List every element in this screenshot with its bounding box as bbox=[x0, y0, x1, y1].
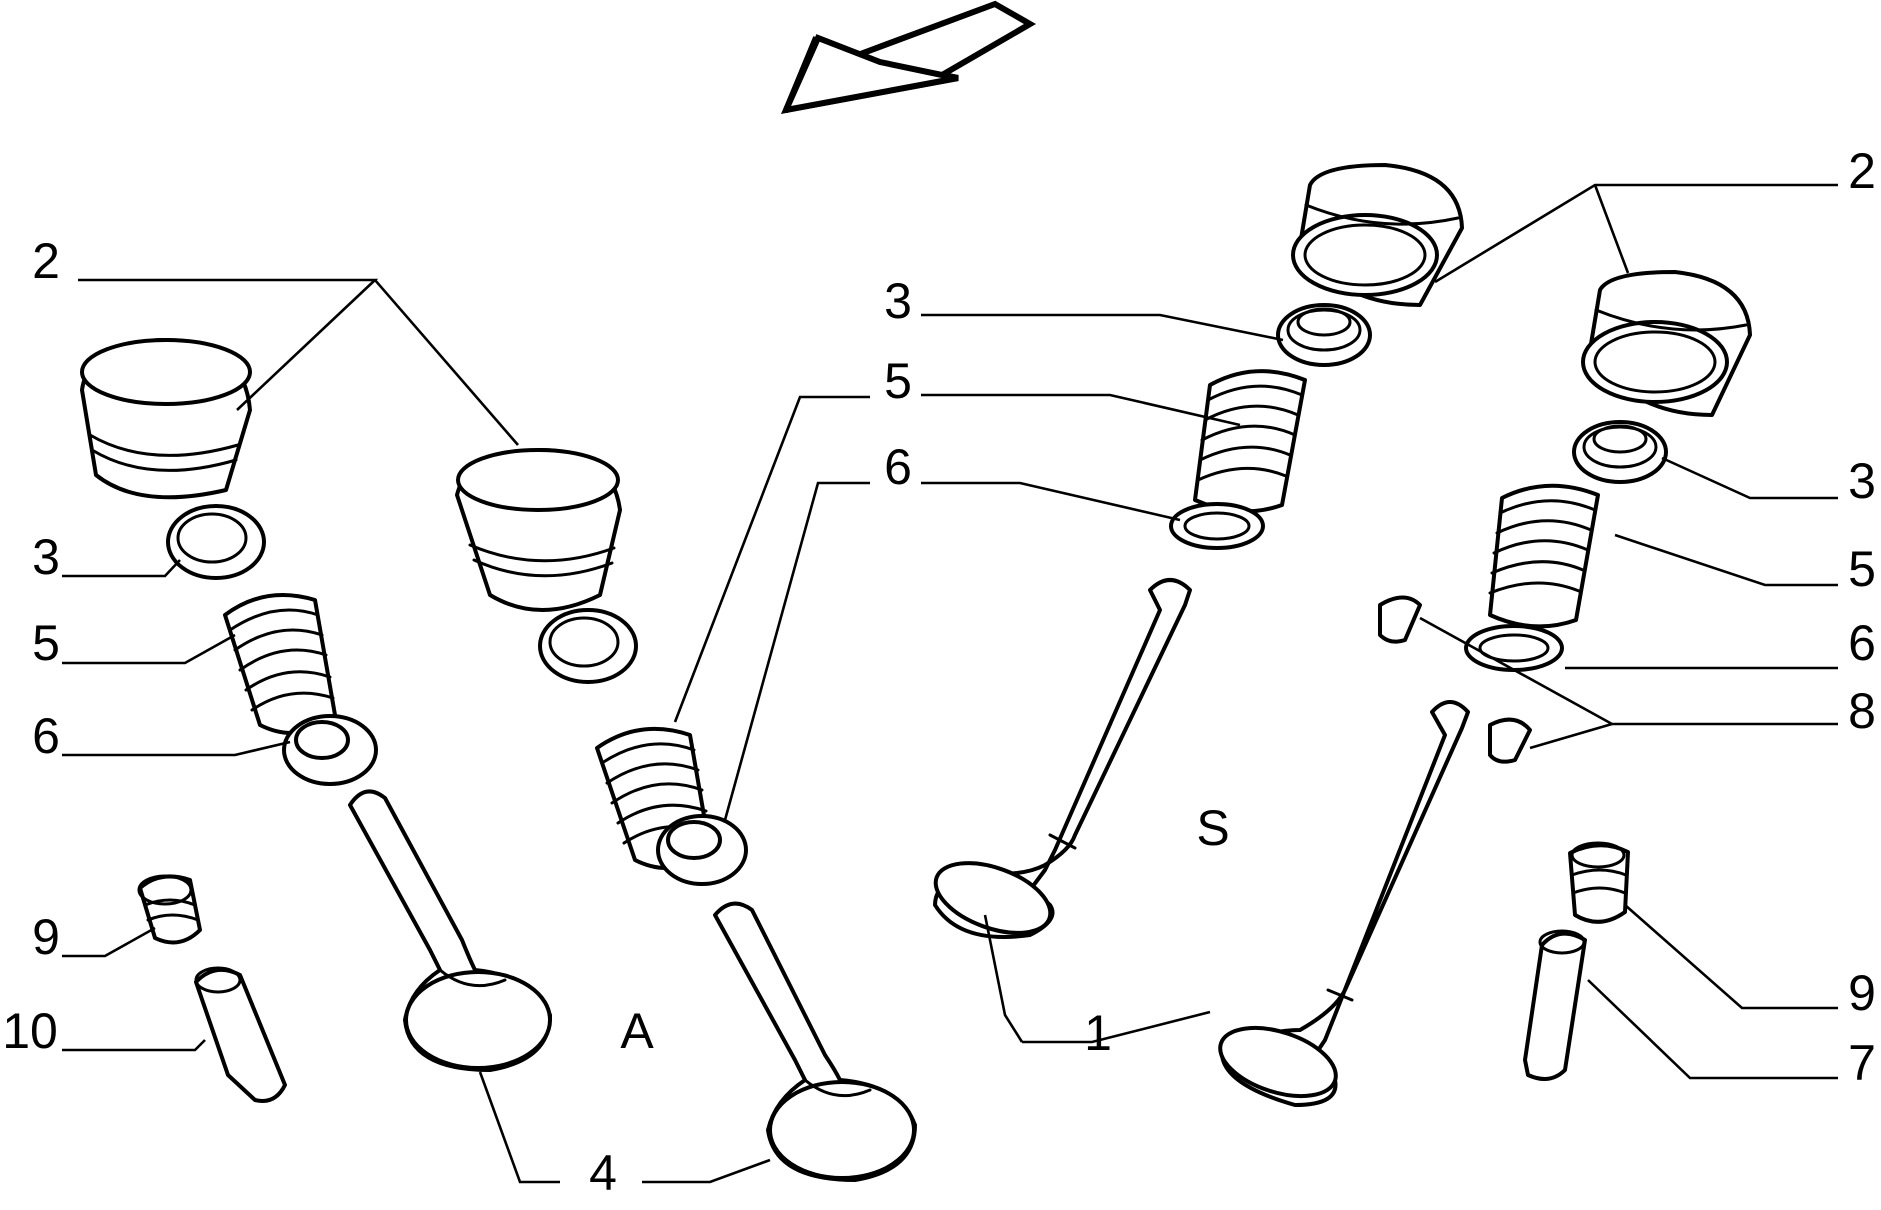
direction-arrow-head-icon bbox=[780, 34, 959, 114]
valve-spring-left-1 bbox=[223, 593, 337, 735]
valve-guide-left bbox=[194, 966, 287, 1103]
callout-9-left: 9 bbox=[32, 909, 60, 965]
valve-stem-seal-left bbox=[137, 874, 202, 945]
callout-8-right: 8 bbox=[1848, 683, 1876, 739]
group-label-a: A bbox=[620, 1003, 654, 1059]
spring-cap-right-1 bbox=[1276, 303, 1372, 367]
tappet-left-1 bbox=[80, 338, 252, 500]
callout-2-right: 2 bbox=[1848, 143, 1876, 199]
callout-5-center: 5 bbox=[884, 353, 912, 409]
spring-seat-left-1 bbox=[282, 714, 378, 786]
spring-cap-right-2 bbox=[1572, 420, 1668, 484]
spring-seat-left-2 bbox=[656, 814, 748, 886]
callout-5-left: 5 bbox=[32, 615, 60, 671]
callout-3-left: 3 bbox=[32, 529, 60, 585]
valve-right-2 bbox=[1218, 700, 1470, 1107]
callout-10-left: 10 bbox=[2, 1003, 58, 1059]
spring-cap-left-1 bbox=[166, 504, 266, 580]
tappet-left-2 bbox=[455, 448, 622, 612]
callout-6-center: 6 bbox=[884, 439, 912, 495]
callout-1-right: 1 bbox=[1084, 1005, 1112, 1061]
spring-seat-right-1 bbox=[1169, 502, 1265, 550]
tappet-right-1 bbox=[1291, 163, 1464, 307]
valve-spring-right-2 bbox=[1488, 483, 1600, 629]
callout-5-right: 5 bbox=[1848, 541, 1876, 597]
tappet-right-2 bbox=[1581, 270, 1752, 417]
spring-seat-right-2 bbox=[1464, 624, 1564, 672]
valve-keeper-1 bbox=[1378, 595, 1422, 644]
callout-2-left: 2 bbox=[32, 233, 60, 289]
callout-6-right: 6 bbox=[1848, 615, 1876, 671]
callout-7-right: 7 bbox=[1848, 1035, 1876, 1091]
valve-keeper-2 bbox=[1488, 717, 1532, 764]
group-label-s: S bbox=[1196, 800, 1229, 856]
callout-3-right-a: 3 bbox=[884, 273, 912, 329]
spring-cap-left-2 bbox=[538, 608, 638, 684]
valve-guide-right bbox=[1523, 929, 1587, 1081]
valve-left-2 bbox=[713, 901, 917, 1182]
callout-6-left: 6 bbox=[32, 708, 60, 764]
valve-stem-seal-right bbox=[1568, 841, 1630, 924]
callout-9-right: 9 bbox=[1848, 965, 1876, 1021]
callout-3-right: 3 bbox=[1848, 453, 1876, 509]
valve-spring-right-1 bbox=[1193, 369, 1307, 514]
valve-right-1 bbox=[933, 578, 1192, 939]
callout-4-center: 4 bbox=[589, 1145, 617, 1201]
valve-left-1 bbox=[348, 789, 552, 1072]
